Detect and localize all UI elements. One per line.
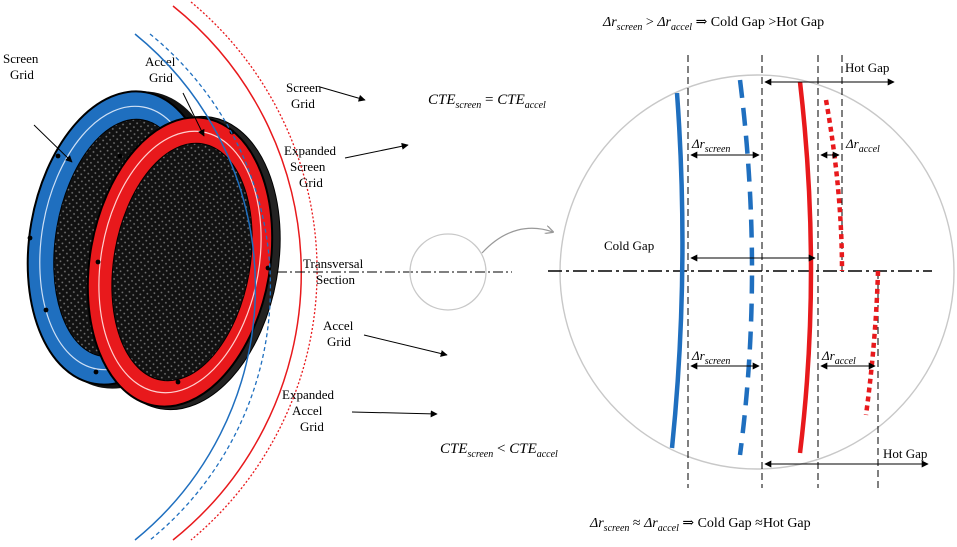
label-hot-gap-bottom: Hot Gap (883, 446, 927, 461)
accel-grid-arc (172, 5, 303, 541)
equation-cte-equal: CTEscreen = CTEaccel (428, 92, 546, 111)
screen-grid-curve (669, 92, 685, 449)
equation-cte-less: CTEscreen < CTEaccel (440, 441, 558, 460)
label-dr-screen-top: Δrscreen (691, 136, 730, 155)
screen-grid-arc (134, 33, 257, 541)
label-accel-grid-mid: Accel Grid (323, 318, 357, 349)
label-screen-grid-left: Screen Grid (3, 51, 42, 82)
label-screen-grid-mid: Screen Grid (286, 80, 325, 111)
expanded-accel-grid-curve-upper (823, 99, 845, 272)
label-cold-gap: Cold Gap (604, 238, 654, 253)
expanded-screen-grid-curve (737, 79, 755, 456)
section-highlight-circle (409, 233, 487, 311)
label-expanded-screen-grid: Expanded Screen Grid (284, 143, 339, 190)
caption-bottom: Δrscreen ≈ Δraccel ⇒ Cold Gap ≈Hot Gap (589, 516, 811, 534)
accel-grid-curve (797, 81, 814, 454)
expanded-accel-grid-curve-lower (863, 270, 881, 416)
zoomed-section-detail (548, 55, 955, 488)
label-transversal-section: Transversal Section (303, 256, 366, 287)
accel-grid-disc (86, 115, 281, 411)
expanded-accel-grid-arc (190, 1, 318, 541)
label-dr-screen-bottom: Δrscreen (691, 348, 730, 367)
expanded-screen-grid-arc (149, 33, 271, 541)
grid-arcs (134, 1, 318, 541)
zoom-arrow (481, 228, 553, 254)
label-expanded-accel-grid: Expanded Accel Grid (282, 387, 337, 434)
label-hot-gap-top: Hot Gap (845, 60, 889, 75)
label-dr-accel-bottom: Δraccel (821, 348, 856, 367)
caption-top: Δrscreen > Δraccel ⇒ Cold Gap >Hot Gap (602, 15, 824, 33)
grid-assembly-illustration (26, 90, 281, 411)
zoom-circle (559, 74, 955, 470)
label-dr-accel-top: Δraccel (845, 136, 880, 155)
